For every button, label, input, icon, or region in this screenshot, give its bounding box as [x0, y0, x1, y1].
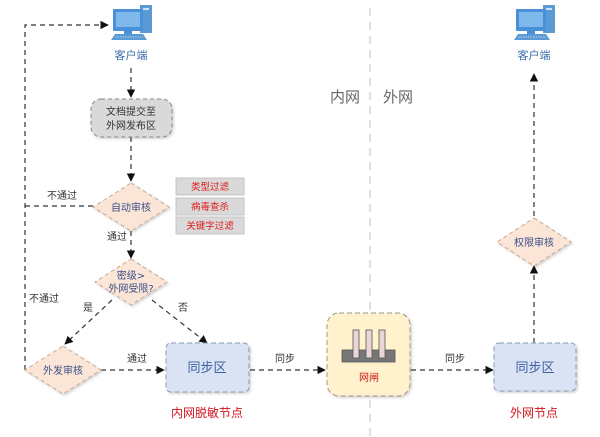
outer-client: 客户端 [514, 5, 555, 62]
label-auto-pass: 通过 [107, 230, 127, 243]
submit-box-line2: 外网发布区 [106, 119, 156, 132]
filter-box-keyword [175, 216, 245, 235]
connector-fail-return [24, 20, 109, 370]
outer-node-title: 外网节点 [510, 406, 558, 420]
outer-sync-zone [493, 342, 577, 392]
computer-icon [514, 5, 555, 40]
auto-review-label: 自动审核 [111, 201, 151, 214]
computer-icon [111, 5, 152, 40]
label-outgoing-pass: 通过 [127, 352, 147, 365]
filter-virus: 病毒查杀 [191, 201, 229, 213]
submit-box-line1: 文档提交至 [106, 105, 156, 118]
filter-keyword: 关键字过滤 [186, 220, 234, 232]
auto-review-diamond [92, 182, 170, 232]
outgoing-review-label: 外发审核 [43, 364, 83, 377]
label-class-fail: 不通过 [29, 292, 59, 305]
inner-node-title: 内网脱敏节点 [171, 405, 243, 420]
classification-diamond [94, 258, 168, 306]
label-sync-left: 同步 [275, 353, 295, 365]
inner-sync-label: 同步区 [187, 361, 226, 376]
permission-review-label: 权限审核 [514, 236, 554, 249]
label-sync-right: 同步 [445, 353, 465, 365]
classification-line2: 外网受限? [108, 283, 153, 295]
filter-list: 类型过滤 病毒查杀 关键字过滤 [175, 177, 245, 235]
label-class-no: 否 [178, 302, 188, 314]
inner-sync-zone [165, 342, 250, 393]
zone-label-inner: 内网 [330, 88, 360, 106]
connector-class-no [151, 299, 208, 344]
label-auto-fail: 不通过 [47, 189, 77, 202]
filter-box-virus [175, 197, 245, 216]
outgoing-review-diamond [24, 345, 102, 395]
filter-box-type [175, 177, 245, 196]
zone-label-outer: 外网 [383, 88, 413, 106]
connector-class-yes [64, 299, 113, 345]
classification-line1: 密级> [117, 269, 145, 282]
gateway-icon [341, 329, 396, 363]
submit-box [90, 98, 173, 138]
filter-type: 类型过滤 [191, 181, 230, 193]
inner-client-label: 客户端 [115, 48, 148, 62]
inner-client: 客户端 [111, 5, 152, 62]
gateway-label: 网闸 [359, 371, 379, 384]
permission-review-diamond [496, 217, 572, 267]
outer-client-label: 客户端 [518, 48, 551, 62]
label-class-yes: 是 [83, 302, 93, 314]
outer-sync-label: 同步区 [515, 361, 554, 376]
